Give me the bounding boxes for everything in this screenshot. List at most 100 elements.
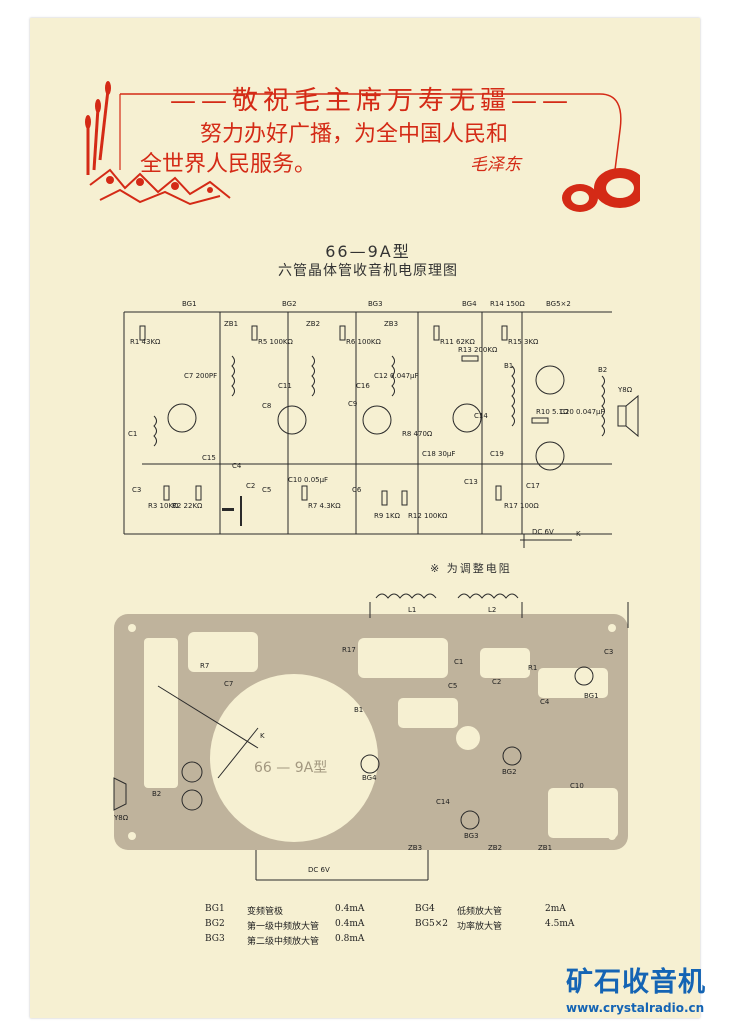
label-c4: C4 (232, 462, 242, 470)
row-current: 0.4mA (335, 919, 365, 929)
pcb-label-b1: B1 (354, 706, 363, 714)
pcb-label-c2: C2 (492, 678, 501, 686)
row-desc: 第一级中频放大管 (247, 922, 320, 932)
label-battery: DC 6V (532, 528, 554, 536)
label-speaker: Y8Ω (617, 386, 633, 394)
row-desc: 第二级中频放大管 (247, 937, 320, 947)
adjust-resistor-note: ※ 为调整电阻 (430, 562, 512, 575)
row-current: 2mA (545, 904, 566, 914)
label-r9: R9 1KΩ (374, 512, 401, 520)
label-c14: C14 (474, 412, 488, 420)
label-b2: B2 (598, 366, 607, 374)
label-b1: B1 (504, 362, 513, 370)
row-desc: 低频放大管 (457, 907, 503, 917)
label-switch: K (576, 530, 581, 538)
row-current: 0.8mA (335, 934, 365, 944)
row-desc: 功率放大管 (457, 922, 503, 932)
pcb-label-zb3: ZB3 (408, 844, 422, 852)
table-row: BG2 第一级中频放大管 0.4mA (205, 919, 405, 933)
row-current: 4.5mA (545, 919, 575, 929)
label-c13: C13 (464, 478, 478, 486)
label-r11: R11 62KΩ (440, 338, 475, 346)
schematic-title: 六管晶体管收音机电原理图 (278, 263, 458, 279)
pcb-label-bg4: BG4 (362, 774, 377, 782)
pcb-label-r1: R1 (528, 664, 537, 672)
label-c5: C5 (262, 486, 271, 494)
label-r2: R2 22KΩ (172, 502, 203, 510)
watermark-url: www.crystalradio.cn (566, 1001, 705, 1015)
model-number: 66—9A型 (325, 242, 411, 261)
signature: 毛泽东 (470, 155, 521, 175)
pcb-label-r7: R7 (200, 662, 209, 670)
label-bg4: BG4 (462, 300, 477, 308)
row-code: BG2 (205, 919, 225, 929)
pcb-label-l2: L2 (488, 606, 496, 614)
label-r10: R10 5.1Ω (536, 408, 569, 416)
label-r12: R12 100KΩ (408, 512, 448, 520)
label-r8: R8 470Ω (402, 430, 433, 438)
quote-line-1: 努力办好广播，为全中国人民和 (200, 122, 509, 147)
label-c9: C9 (348, 400, 357, 408)
label-r1: R1 43KΩ (130, 338, 161, 346)
pcb-label-c1: C1 (454, 658, 463, 666)
label-c16: C16 (356, 382, 370, 390)
circuit-schematic: BG1 BG2 BG3 BG4 BG5×2 ZB1 ZB2 ZB3 B1 B2 … (123, 300, 639, 548)
label-c17: C17 (526, 482, 540, 490)
label-r13: R13 200KΩ (458, 346, 498, 354)
row-code: BG3 (205, 934, 225, 944)
row-current: 0.4mA (335, 904, 365, 914)
row-code: BG5×2 (415, 919, 448, 929)
pcb-label-bg1: BG1 (584, 692, 599, 700)
label-r14: R14 150Ω (490, 300, 525, 308)
label-zb3: ZB3 (384, 320, 398, 328)
table-row: BG5×2 功率放大管 4.5mA (415, 919, 615, 933)
pcb-speaker-label: Y8Ω (113, 814, 129, 822)
label-r15: R15 3KΩ (508, 338, 539, 346)
label-c15: C15 (202, 454, 216, 462)
pcb-label-bg2: BG2 (502, 768, 517, 776)
row-code: BG1 (205, 904, 225, 914)
label-c19: C19 (490, 450, 504, 458)
pcb-label-c14: C14 (436, 798, 450, 806)
row-code: BG4 (415, 904, 435, 914)
quote-line-2: 全世界人民服务。 (140, 152, 317, 177)
slogan-text: ——敬祝毛主席万寿无疆—— (170, 86, 574, 116)
watermark-site-name: 矿石收音机 (566, 967, 706, 998)
label-r5: R5 100KΩ (258, 338, 293, 346)
label-c20: C20 0.047μF (560, 408, 605, 416)
label-c6: C6 (352, 486, 362, 494)
slogan-banner (80, 70, 640, 220)
pcb-label-c4: C4 (540, 698, 550, 706)
label-r17: R17 100Ω (504, 502, 539, 510)
label-c7: C7 200PF (184, 372, 217, 380)
table-row: BG4 低频放大管 2mA (415, 904, 615, 918)
label-c3: C3 (132, 486, 141, 494)
pcb-layout: L1 L2 66 — 9A型 DC 6V Y8Ω K BG1 BG2 BG3 B… (113, 593, 629, 881)
label-bg2: BG2 (282, 300, 297, 308)
mao-quote: 努力办好广播，为全中国人民和 全世界人民服务。 (140, 120, 610, 180)
row-desc: 变频管极 (247, 907, 284, 917)
pcb-label-l1: L1 (408, 606, 416, 614)
table-row: BG1 变频管极 0.4mA (205, 904, 405, 918)
pcb-model-mark: 66 — 9A型 (254, 760, 327, 776)
label-r6: R6 100KΩ (346, 338, 381, 346)
label-c18: C18 30μF (422, 450, 455, 458)
label-c12: C12 0.047μF (374, 372, 419, 380)
pcb-battery-label: DC 6V (308, 866, 330, 874)
label-c2: C2 (246, 482, 255, 490)
pcb-label-c3: C3 (604, 648, 613, 656)
table-row: BG3 第二级中频放大管 0.8mA (205, 934, 405, 948)
label-zb1: ZB1 (224, 320, 238, 328)
label-c1: C1 (128, 430, 137, 438)
pcb-label-b2: B2 (152, 790, 161, 798)
pcb-label-c10: C10 (570, 782, 584, 790)
label-r7: R7 4.3KΩ (308, 502, 341, 510)
label-c8: C8 (262, 402, 271, 410)
label-bg1: BG1 (182, 300, 197, 308)
label-r3: R3 10KΩ (148, 502, 179, 510)
pcb-label-zb2: ZB2 (488, 844, 502, 852)
label-c11: C11 (278, 382, 292, 390)
pcb-label-c7: C7 (224, 680, 233, 688)
pcb-label-c5: C5 (448, 682, 457, 690)
banner-decoration (85, 81, 640, 212)
